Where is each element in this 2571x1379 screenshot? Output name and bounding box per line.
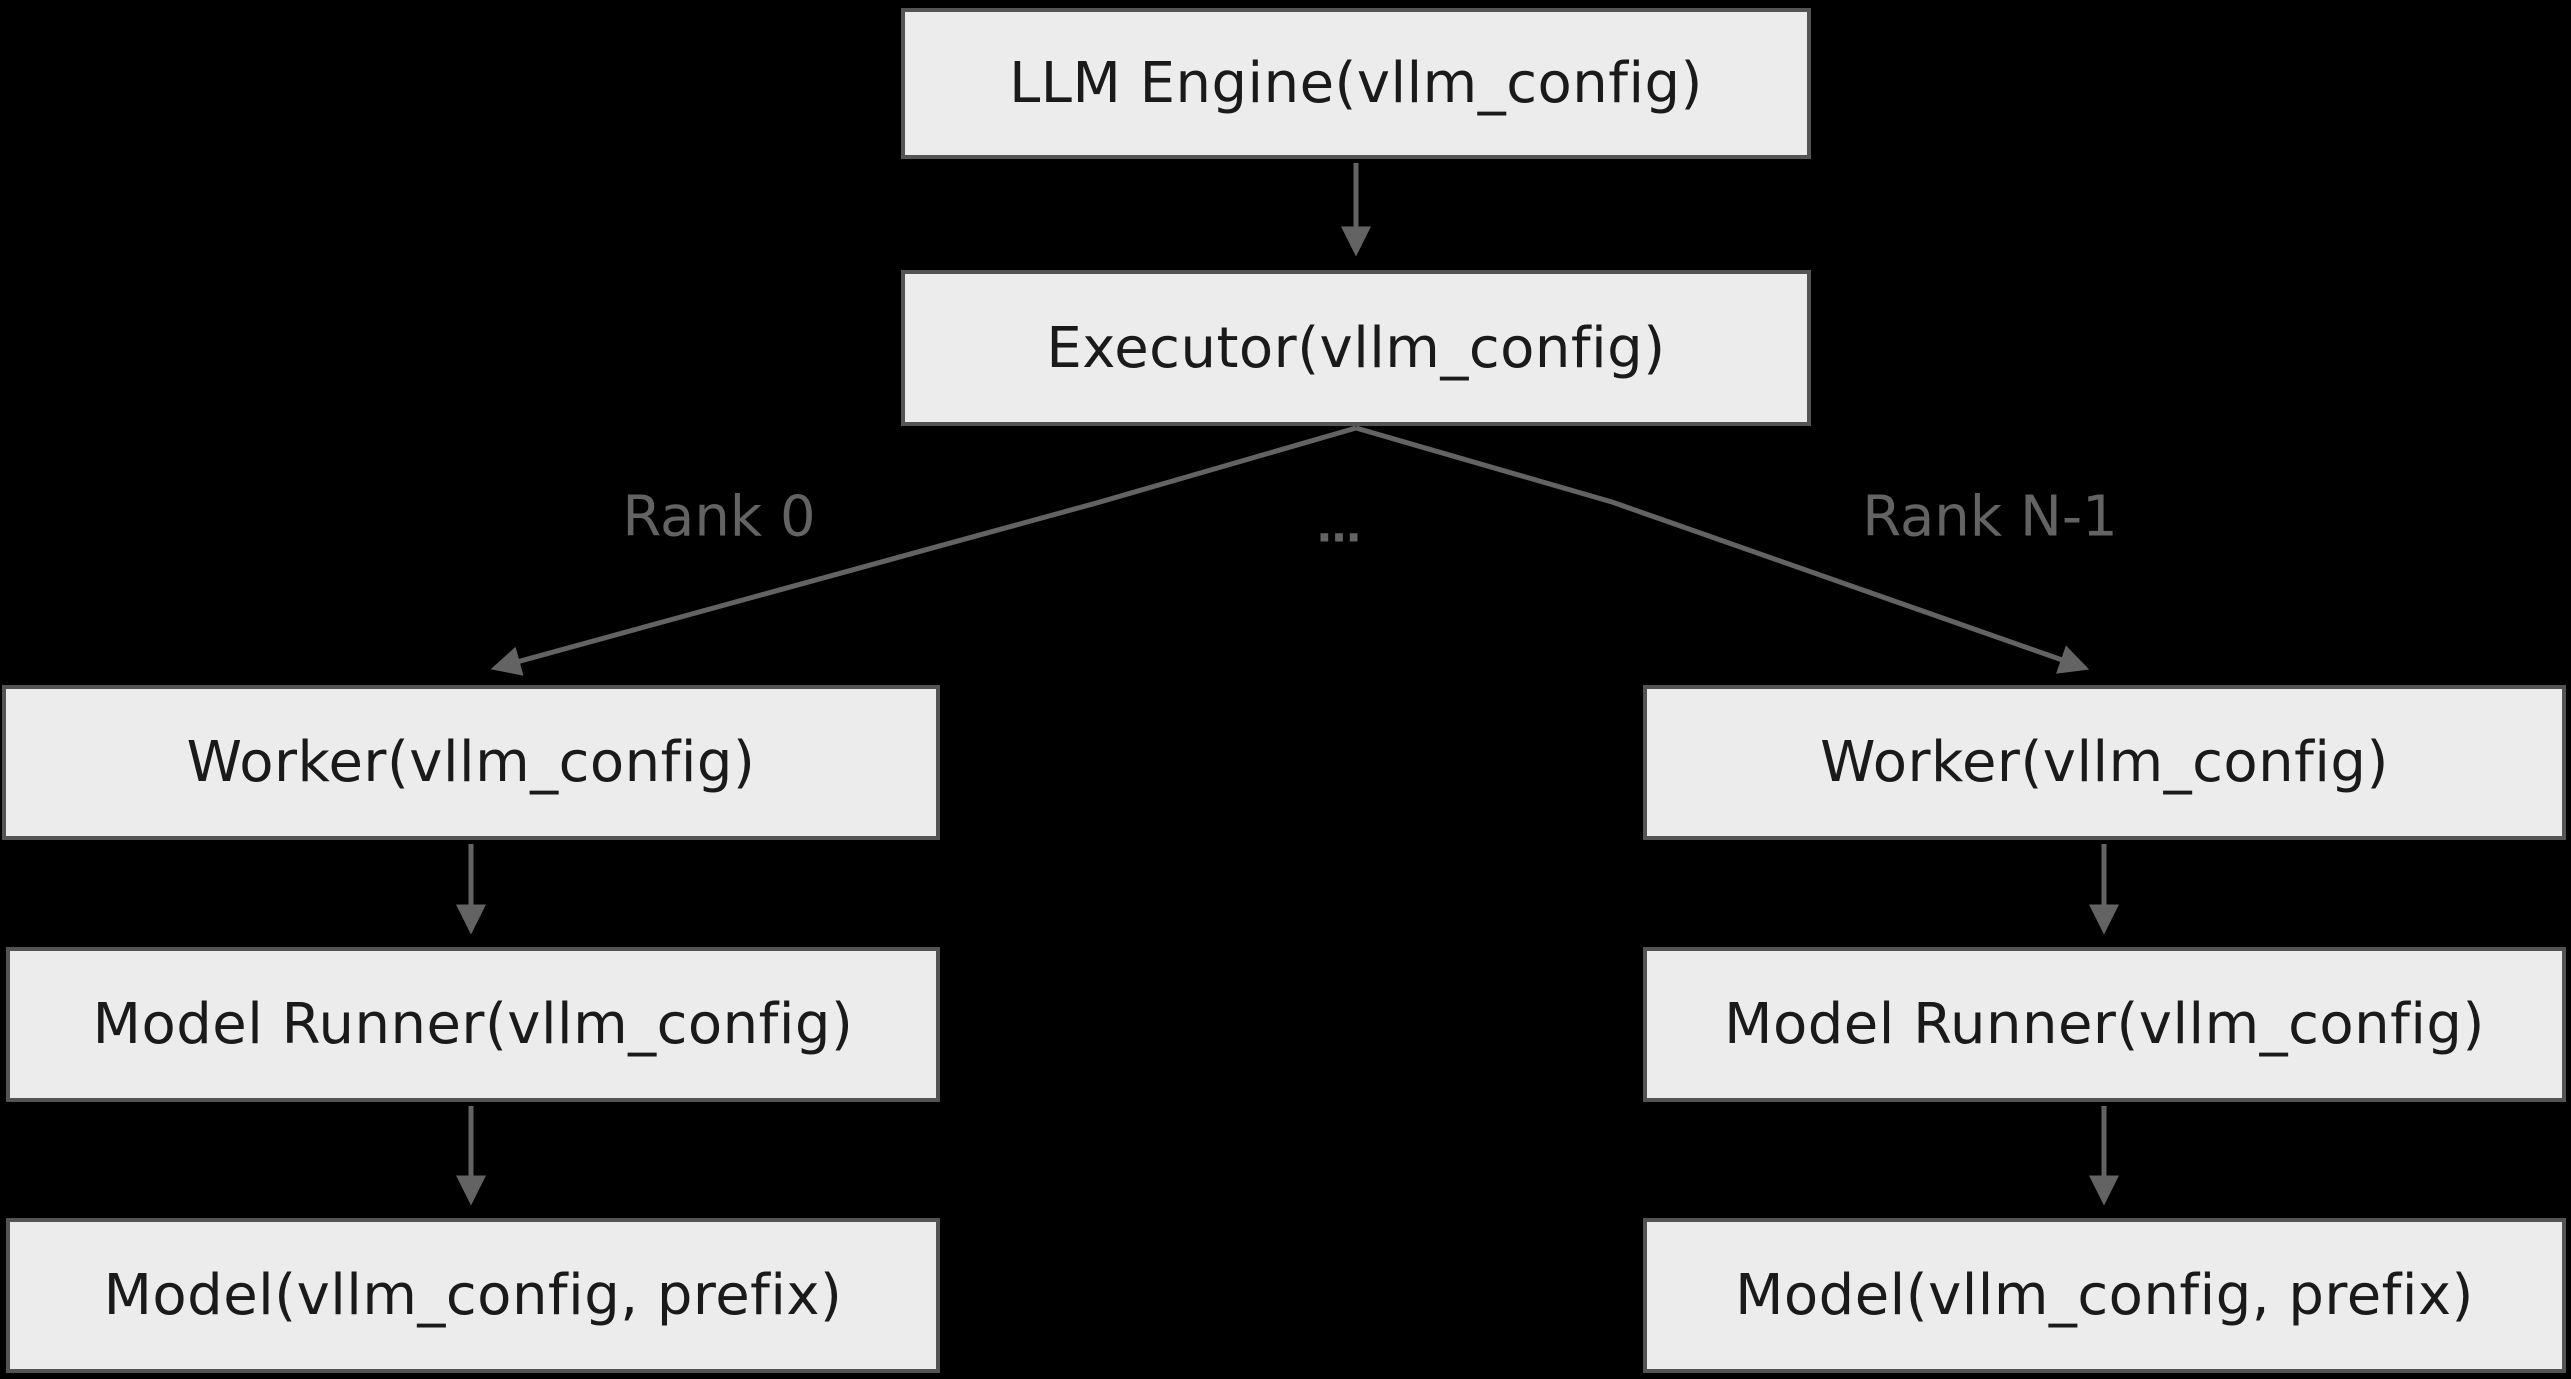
node-model-runner-rankn: Model Runner(vllm_config) (1643, 947, 2566, 1102)
node-model-rank0-label: Model(vllm_config, prefix) (103, 1263, 843, 1328)
edge-executor-to-worker-left (490, 425, 1357, 676)
node-executor-label: Executor(vllm_config) (1046, 315, 1666, 381)
node-model-rank0: Model(vllm_config, prefix) (6, 1218, 940, 1373)
edge-label-ellipsis: … (1303, 501, 1377, 553)
node-executor: Executor(vllm_config) (901, 270, 1811, 426)
node-worker-rank0-label: Worker(vllm_config) (186, 730, 756, 795)
node-worker-rank0: Worker(vllm_config) (2, 685, 940, 840)
node-llm-engine: LLM Engine(vllm_config) (901, 8, 1811, 159)
edge-label-rank-n-1: Rank N-1 (1848, 484, 2132, 550)
node-model-rankn: Model(vllm_config, prefix) (1643, 1218, 2566, 1373)
node-model-rankn-label: Model(vllm_config, prefix) (1735, 1263, 2474, 1328)
edge-label-rank-0: Rank 0 (608, 484, 830, 550)
node-worker-rankn: Worker(vllm_config) (1643, 685, 2566, 840)
node-model-runner-rank0: Model Runner(vllm_config) (6, 947, 940, 1102)
edge-executor-to-worker-right (1355, 425, 2090, 674)
node-llm-engine-label: LLM Engine(vllm_config) (1009, 51, 1703, 116)
node-worker-rankn-label: Worker(vllm_config) (1820, 730, 2389, 795)
node-model-runner-rankn-label: Model Runner(vllm_config) (1724, 992, 2485, 1057)
node-model-runner-rank0-label: Model Runner(vllm_config) (92, 992, 854, 1057)
